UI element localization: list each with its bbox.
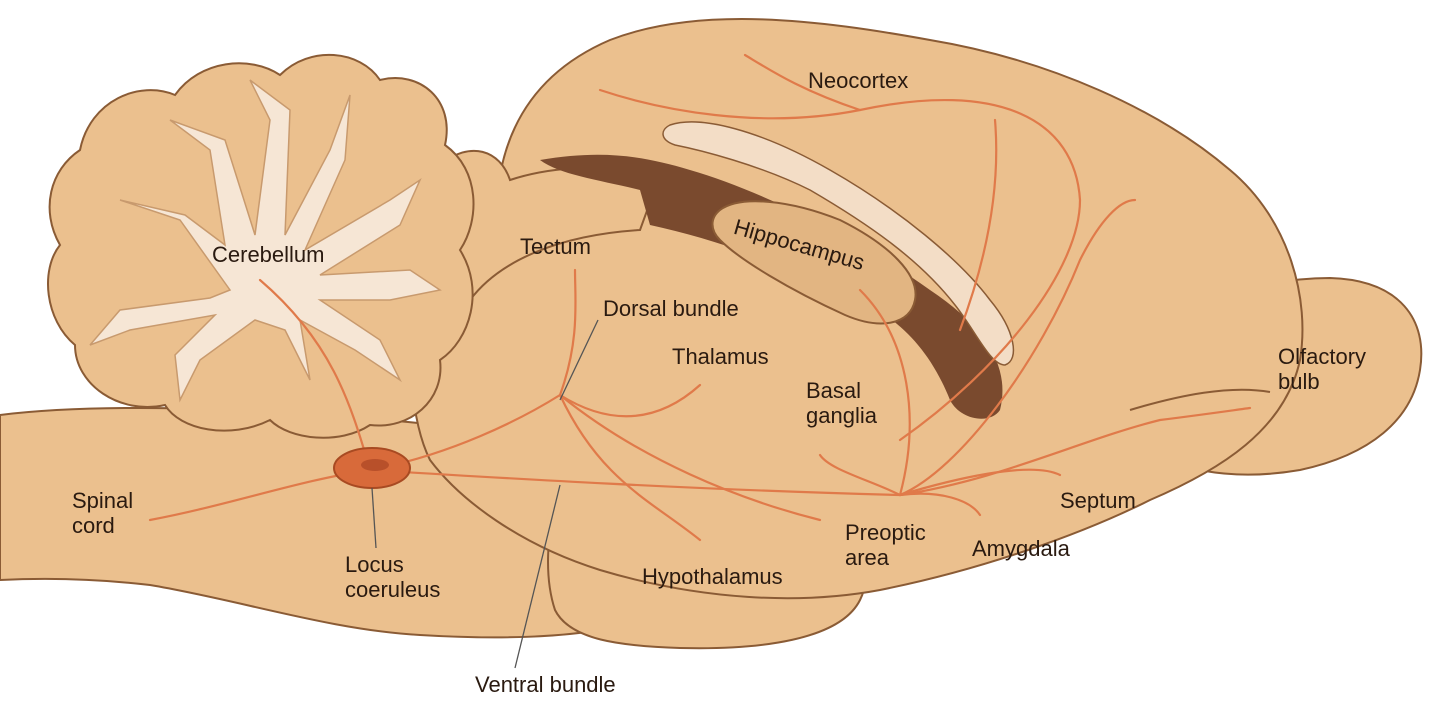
locus-coeruleus-core [361, 459, 389, 471]
label-dorsal-bundle: Dorsal bundle [603, 296, 739, 321]
label-basal-ganglia-line1: Basal [806, 378, 862, 403]
label-amygdala: Amygdala [972, 536, 1070, 561]
label-ventral-bundle: Ventral bundle [475, 672, 616, 697]
label-preoptic-area: Preoptic area [845, 520, 926, 570]
label-spinal-cord-line1: Spinal [72, 488, 134, 513]
label-preoptic-area-line2: area [845, 545, 890, 570]
label-neocortex: Neocortex [808, 68, 909, 93]
label-tectum: Tectum [520, 234, 591, 259]
label-olfactory-bulb-line1: Olfactory [1278, 344, 1367, 369]
leader-lines [371, 319, 599, 669]
label-basal-ganglia-line2: ganglia [806, 403, 877, 428]
label-locus-coeruleus-line1: Locus [345, 552, 404, 577]
label-olfactory-bulb: Olfactory bulb [1278, 344, 1366, 394]
cerebellum-white-matter [89, 79, 442, 403]
label-spinal-cord: Spinal cord [72, 488, 133, 538]
label-spinal-cord-line2: cord [72, 513, 115, 538]
label-preoptic-area-line1: Preoptic [845, 520, 926, 545]
label-hypothalamus: Hypothalamus [642, 564, 783, 589]
label-locus-coeruleus: Locus coeruleus [345, 552, 440, 602]
label-basal-ganglia: Basal ganglia [806, 378, 877, 428]
olfactory-sulcus [1129, 388, 1271, 411]
hippocampus-shape [711, 200, 917, 325]
lateral-ventricle [540, 154, 1003, 419]
label-cerebellum: Cerebellum [212, 242, 325, 267]
label-locus-coeruleus-line2: coeruleus [345, 577, 441, 602]
label-thalamus: Thalamus [672, 344, 769, 369]
label-septum: Septum [1060, 488, 1136, 513]
label-olfactory-bulb-line2: bulb [1278, 369, 1320, 394]
